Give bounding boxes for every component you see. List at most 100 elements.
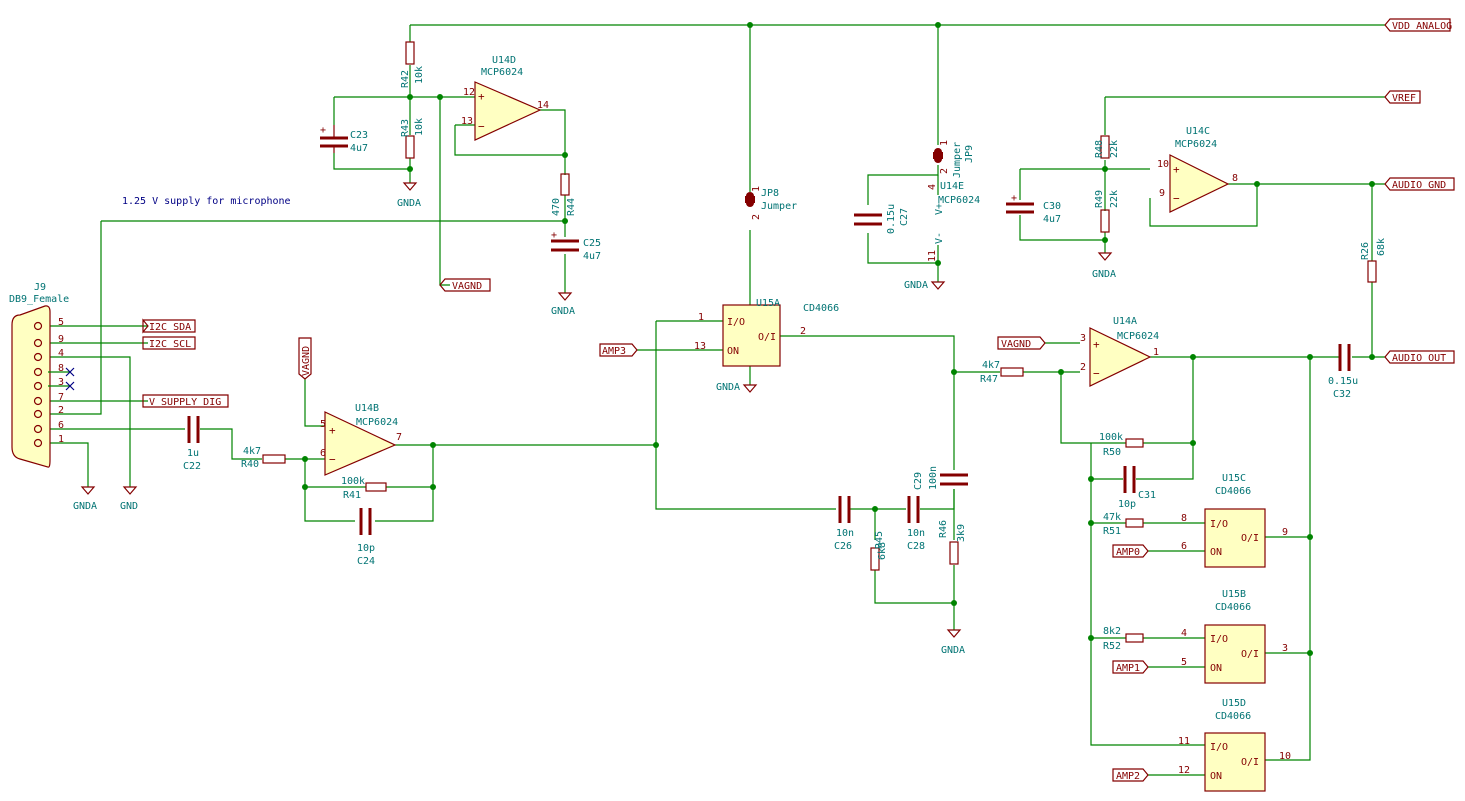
opamp-u14b[interactable]: + − U14B MCP6024 5 6 7 (320, 403, 402, 476)
resistor-r51[interactable]: 47k R51 (1103, 512, 1144, 537)
resistor-r50[interactable]: 100k R50 (1099, 432, 1144, 458)
u15d-pin: 11 (1178, 736, 1190, 747)
net-label-vagnd-1[interactable]: VAGND (439, 278, 491, 292)
r44-value: 470 (551, 198, 562, 216)
r46-value: 3k9 (956, 524, 967, 542)
j9-pin: 7 (58, 392, 64, 403)
c24-value: 10p (357, 543, 375, 554)
svg-text:AUDIO_GND: AUDIO_GND (1392, 180, 1446, 191)
net-label-amp0[interactable]: AMP0 (1112, 544, 1149, 558)
u14a-pin: 3 (1080, 333, 1086, 344)
capacitor-c26[interactable]: 10n C26 (834, 496, 854, 552)
db9-connector-j9[interactable]: J9 DB9_Female 5 9 4 8 3 7 2 6 1 (9, 282, 75, 468)
opamp-u14d[interactable]: + − U14D MCP6024 12 13 14 (461, 55, 549, 141)
u15a-on: ON (727, 346, 739, 357)
r52-value: 8k2 (1103, 626, 1121, 637)
u14a-ref: U14A (1113, 316, 1137, 327)
capacitor-c28[interactable]: 10n C28 (907, 496, 925, 552)
resistor-r43[interactable]: R43 10k (400, 118, 425, 159)
u14e-value: MCP6024 (938, 195, 980, 206)
opamp-u14a[interactable]: + − U14A MCP6024 3 2 1 (1080, 316, 1159, 387)
u15d-ref: U15D (1222, 698, 1246, 709)
c30-value: 4u7 (1043, 214, 1061, 225)
capacitor-c24[interactable]: 10p C24 (357, 508, 375, 567)
resistor-r47[interactable]: 4k7 R47 (980, 360, 1024, 385)
net-label-i2c-scl[interactable]: I2C_SCL (142, 336, 196, 350)
r46-ref: R46 (938, 520, 949, 538)
r40-ref: R40 (241, 459, 259, 470)
net-label-amp1[interactable]: AMP1 (1112, 660, 1149, 674)
svg-text:+: + (1011, 193, 1017, 204)
svg-text:+: + (1173, 163, 1180, 176)
resistor-r26[interactable]: R26 68k (1360, 238, 1387, 283)
net-label-v-supply-dig[interactable]: V_SUPPLY_DIG (142, 394, 229, 408)
gnda-label: GNDA (1092, 269, 1116, 280)
opamp-u14c[interactable]: + − U14C MCP6024 10 9 8 (1157, 126, 1238, 213)
u15d-io: I/O (1210, 742, 1228, 753)
switch-u15b[interactable]: U15B CD4066 I/O O/I ON 4 5 3 (1181, 589, 1288, 684)
net-label-vagnd-2[interactable]: VAGND (997, 336, 1046, 350)
capacitor-c22[interactable]: 1u C22 (183, 416, 201, 472)
net-label-audio-gnd[interactable]: AUDIO_GND (1384, 177, 1455, 191)
u15b-on: ON (1210, 663, 1222, 674)
net-label-amp2[interactable]: AMP2 (1112, 768, 1149, 782)
switch-u15a[interactable]: U15A CD4066 I/O O/I ON 1 13 2 (694, 298, 839, 367)
u15b-pin: 4 (1181, 628, 1187, 639)
resistor-r49[interactable]: R49 22k (1094, 190, 1120, 233)
c31-value: 10p (1118, 499, 1136, 510)
capacitor-c31[interactable]: C31 10p (1118, 466, 1156, 510)
switch-u15d[interactable]: U15D CD4066 I/O O/I ON 11 12 10 (1178, 698, 1291, 792)
resistor-r44[interactable]: 470 R44 (551, 173, 577, 216)
u15b-value: CD4066 (1215, 602, 1251, 613)
capacitor-c32[interactable]: 0.15u C32 (1328, 344, 1358, 400)
r40-value: 4k7 (243, 446, 261, 457)
u14d-value: MCP6024 (481, 67, 523, 78)
switch-u15c[interactable]: U15C CD4066 I/O O/I ON 8 6 9 (1181, 473, 1288, 568)
capacitor-c25[interactable]: + C25 4u7 (551, 230, 601, 262)
u15a-oi: O/I (758, 332, 776, 343)
u14c-pin: 9 (1159, 188, 1165, 199)
resistor-r41[interactable]: 100k R41 (341, 476, 387, 501)
resistor-r45[interactable]: R45 6k8 (870, 531, 888, 571)
resistor-r48[interactable]: R48 22k (1094, 135, 1120, 159)
r50-value: 100k (1099, 432, 1123, 443)
jp9-pin: 1 (939, 140, 950, 146)
opamp-u14e-power[interactable]: U14E MCP6024 V+ V- 4 11 (927, 181, 980, 262)
resistor-r42[interactable]: R42 10k (400, 41, 425, 88)
jp8-ref: JP8 (761, 188, 779, 199)
r26-ref: R26 (1360, 242, 1371, 260)
jp9-pin: 2 (939, 168, 950, 174)
jumper-jp8[interactable]: JP8 Jumper 1 2 (745, 186, 797, 220)
net-label-amp3[interactable]: AMP3 (599, 343, 638, 357)
u14d-ref: U14D (492, 55, 516, 66)
c25-ref: C25 (583, 238, 601, 249)
c27-value: 0.15u (886, 204, 897, 234)
net-label-audio-out[interactable]: AUDIO_OUT (1384, 350, 1455, 364)
r47-ref: R47 (980, 374, 998, 385)
svg-text:+: + (329, 424, 336, 437)
c26-value: 10n (836, 528, 854, 539)
capacitor-c23[interactable]: + C23 4u7 (320, 125, 368, 154)
u15b-pin: 5 (1181, 657, 1187, 668)
u14c-pin: 8 (1232, 173, 1238, 184)
u15a-value: CD4066 (803, 303, 839, 314)
resistor-r46[interactable]: R46 3k9 (938, 520, 967, 565)
capacitor-c29[interactable]: C29 100n (913, 466, 968, 490)
net-label-vref[interactable]: VREF (1384, 90, 1421, 104)
jumper-jp9[interactable]: JP9 Jumper 1 2 (933, 140, 975, 178)
svg-text:VAGND: VAGND (452, 281, 482, 292)
net-label-vdd-analog[interactable]: VDD_ANALOG (1384, 18, 1452, 32)
resistor-r40[interactable]: 4k7 R40 (241, 446, 286, 470)
r47-value: 4k7 (982, 360, 1000, 371)
resistor-r52[interactable]: 8k2 R52 (1103, 626, 1144, 652)
capacitor-c27[interactable]: 0.15u C27 (854, 204, 910, 234)
u15a-pin: 13 (694, 341, 706, 352)
net-label-i2c-sda[interactable]: I2C_SDA (142, 318, 196, 334)
capacitor-c30[interactable]: + C30 4u7 (1006, 193, 1061, 225)
j9-pin: 6 (58, 420, 64, 431)
r43-ref: R43 (400, 119, 411, 137)
c29-ref: C29 (913, 472, 924, 490)
c26-ref: C26 (834, 541, 852, 552)
net-label-vagnd-3[interactable]: VAGND (298, 337, 312, 380)
gnda-label: GNDA (941, 645, 965, 656)
